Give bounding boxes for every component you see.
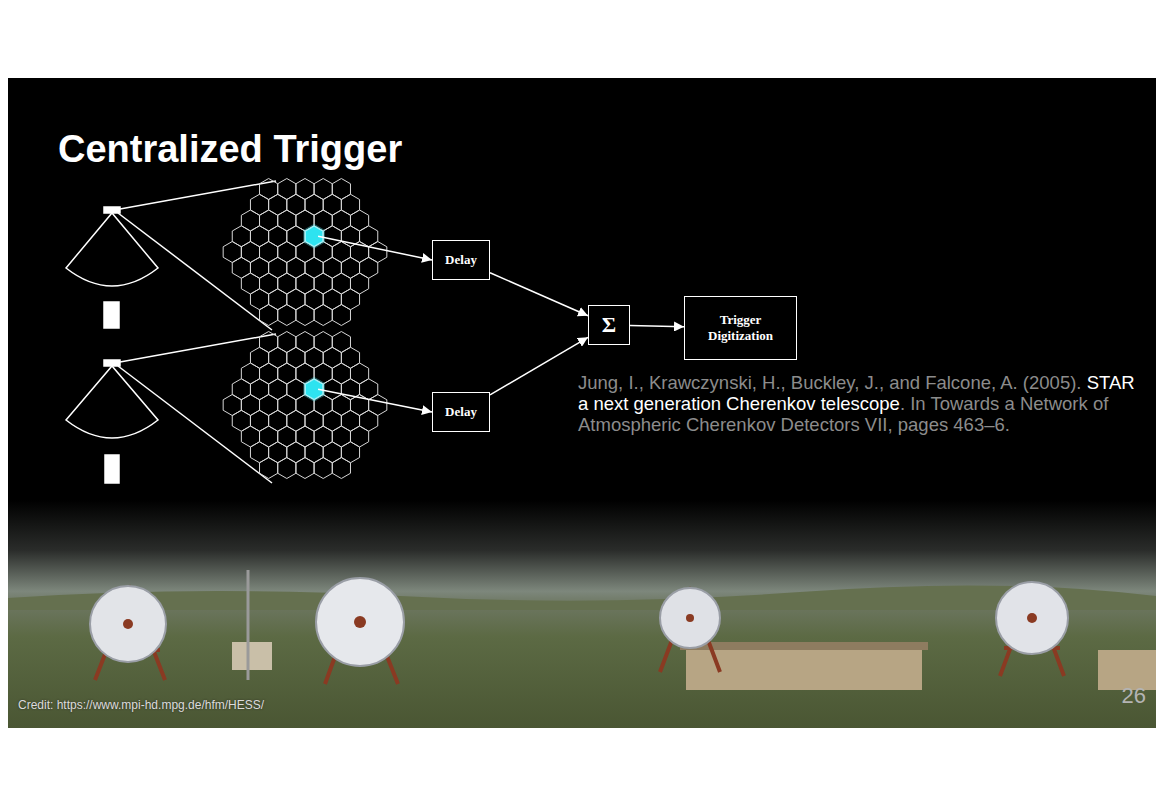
box-label: Σ bbox=[602, 311, 616, 339]
trigger-box: Trigger Digitization bbox=[684, 296, 797, 360]
box-label: Trigger Digitization bbox=[697, 312, 785, 345]
citation-text: Jung, I., Krawczynski, H., Buckley, J., … bbox=[578, 372, 1081, 393]
slide-title: Centralized Trigger bbox=[58, 128, 402, 171]
telescope-upper bbox=[66, 181, 276, 330]
signal-connector bbox=[630, 325, 684, 326]
box-label: Delay bbox=[445, 252, 477, 268]
signal-connector bbox=[490, 337, 588, 395]
camera-pixels bbox=[223, 179, 387, 326]
photo-landscape bbox=[8, 570, 1156, 690]
photo-band bbox=[8, 500, 1156, 728]
photo-credit: Credit: https://www.mpi-hd.mpg.de/hfm/HE… bbox=[18, 698, 264, 712]
delay-box: Delay bbox=[432, 392, 490, 432]
signal-arrow bbox=[318, 389, 432, 412]
box-label: Delay bbox=[445, 404, 477, 420]
pixel-arrows bbox=[318, 236, 432, 412]
sum-box: Σ bbox=[588, 305, 630, 345]
page-number: 26 bbox=[1122, 683, 1146, 709]
signal-connector bbox=[490, 273, 588, 316]
telescope-lower bbox=[66, 334, 276, 483]
slide-panel bbox=[8, 78, 1156, 728]
delay-box: Delay bbox=[432, 240, 490, 280]
camera-pixels bbox=[223, 332, 387, 479]
citation: Jung, I., Krawczynski, H., Buckley, J., … bbox=[578, 372, 1150, 435]
signal-arrow bbox=[318, 236, 432, 260]
camera-hexagons bbox=[223, 179, 387, 479]
